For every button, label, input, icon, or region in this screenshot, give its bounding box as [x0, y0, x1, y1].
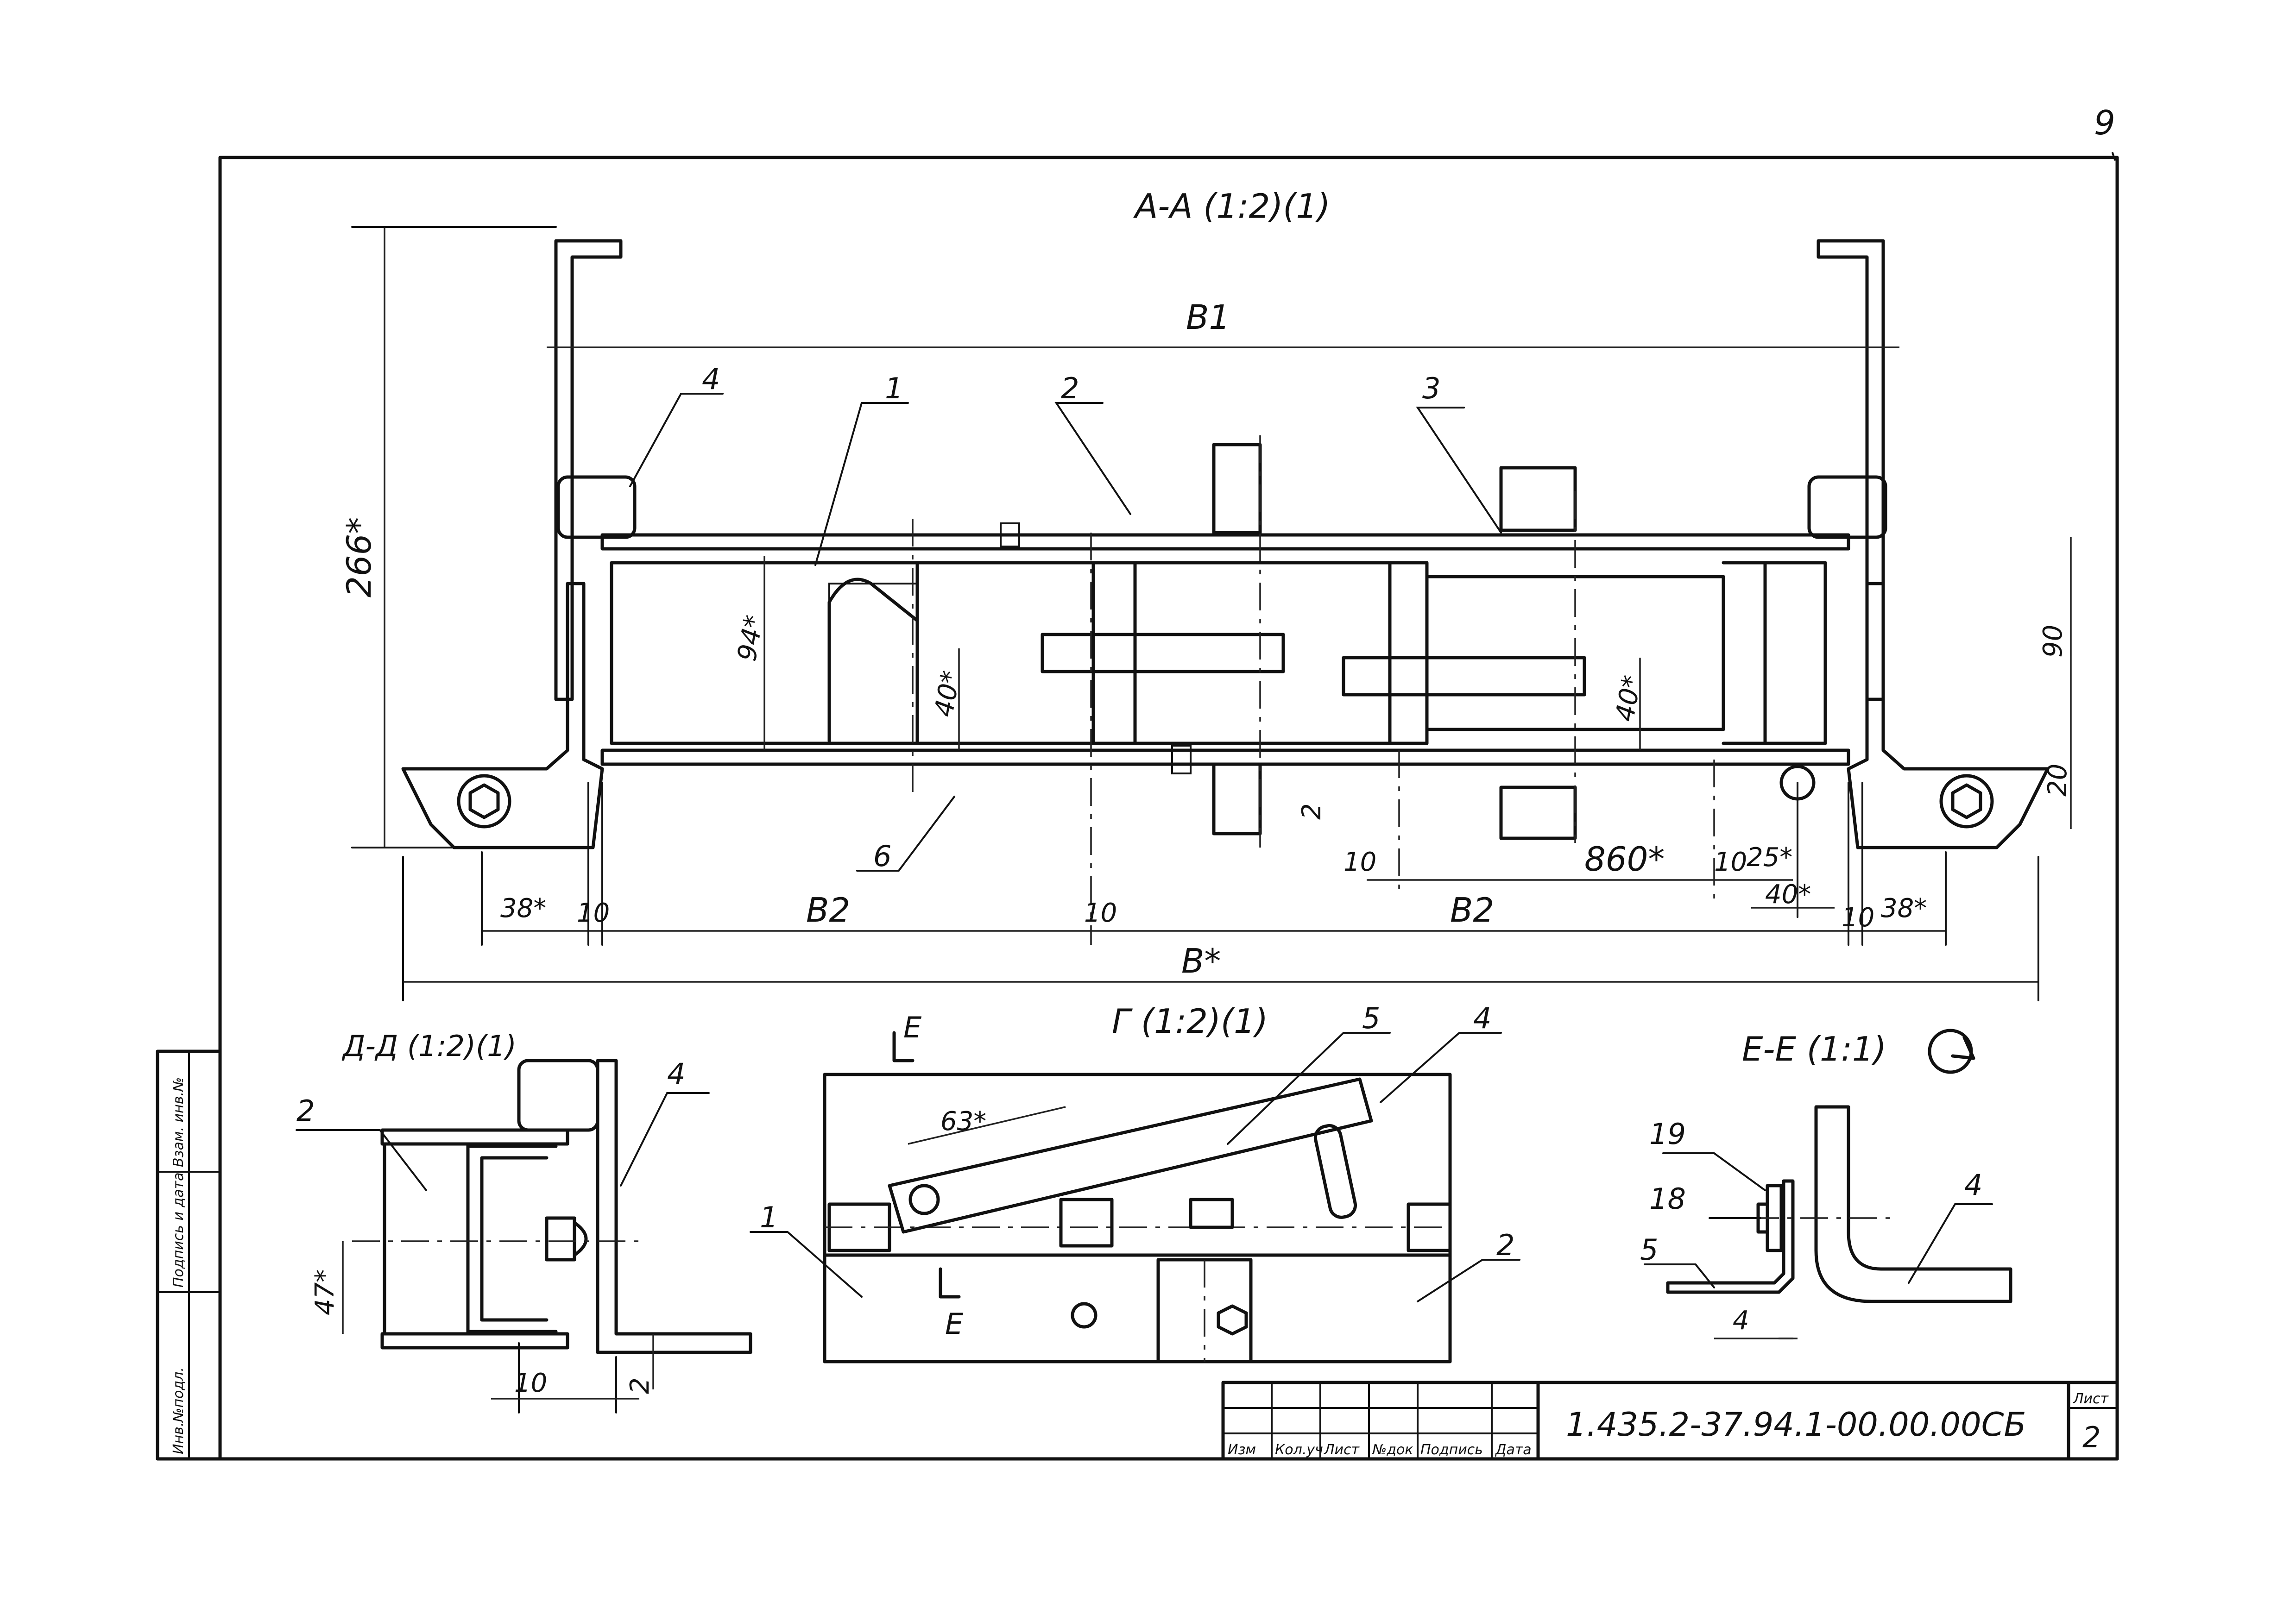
- callout-dd-2: 2: [296, 1094, 315, 1128]
- page-number: 9: [2094, 103, 2115, 142]
- dim-10-d: 10: [577, 898, 610, 928]
- callout-g-4: 4: [1473, 1001, 1491, 1035]
- dim-dd-47: 47*: [310, 1269, 340, 1315]
- dim-10-c: 10: [1842, 903, 1874, 933]
- dim-g-63: 63*: [940, 1106, 986, 1137]
- callout-ee-18: 18: [1649, 1182, 1686, 1216]
- sheet-corner-mark: [2112, 152, 2116, 161]
- callout-g-5: 5: [1362, 1001, 1380, 1035]
- callout-aa-2: 2: [1061, 371, 1079, 405]
- view-aa: А-А (1:2)(1): [340, 187, 2073, 1001]
- dim-860: 860*: [1584, 840, 1665, 879]
- title-block-col-kolvo: Кол.уч: [1275, 1442, 1323, 1458]
- dim-2-center: 2: [1297, 803, 1327, 820]
- dim-10-a: 10: [1344, 847, 1376, 877]
- callout-aa-4: 4: [702, 362, 720, 396]
- dim-dd-2: 2: [625, 1377, 655, 1394]
- dim-10-b: 10: [1714, 847, 1747, 877]
- view-g: Г (1:2)(1) Е Е 63* 5 4 1 2: [750, 1001, 1520, 1363]
- side-stamp-signature: Подпись и дата: [170, 1173, 187, 1288]
- sheet-label: Лист: [2073, 1391, 2109, 1407]
- side-stamp: Инв.№подл. Подпись и дата Взам. инв.№: [156, 1049, 222, 1461]
- dim-b2-left: В2: [806, 891, 850, 930]
- dim-dd-10: 10: [514, 1368, 547, 1398]
- side-stamp-inv: Инв.№подл.: [170, 1367, 187, 1454]
- view-ee: Е-Е (1:1) 4 19 18 5 4: [1640, 1029, 2012, 1339]
- title-block: Изм Кол.уч Лист №док Подпись Дата 1.435.…: [1221, 1381, 2119, 1461]
- view-ee-title: Е-Е (1:1): [1742, 1030, 1886, 1068]
- callout-g-2: 2: [1496, 1228, 1514, 1262]
- dim-40-left: 40*: [929, 668, 966, 719]
- callout-dd-4: 4: [667, 1057, 685, 1091]
- sheet-frame: [218, 156, 2119, 1461]
- dim-20: 20: [2043, 764, 2073, 797]
- callout-aa-3: 3: [1422, 371, 1440, 405]
- callout-ee-5: 5: [1640, 1233, 1658, 1267]
- dim-25: 25*: [1747, 842, 1792, 873]
- dim-b1: В1: [1186, 298, 1230, 337]
- dim-10-e: 10: [1084, 898, 1117, 928]
- dim-b: В*: [1181, 942, 1221, 980]
- dim-90: 90: [2038, 625, 2068, 658]
- dim-ee-4: 4: [1733, 1306, 1749, 1336]
- sheet-code: 1.435.2-37.94.1-00.00.00СБ: [1566, 1406, 2026, 1444]
- dim-38-left: 38*: [500, 893, 546, 924]
- title-block-col-ndok: №док: [1371, 1442, 1413, 1458]
- callout-aa-6: 6: [873, 839, 891, 873]
- section-mark-top: Е: [903, 1011, 922, 1044]
- callout-ee-19: 19: [1649, 1117, 1686, 1151]
- callout-aa-1: 1: [885, 371, 903, 405]
- dim-40-right: 40*: [1610, 673, 1647, 723]
- dim-40-bottom: 40*: [1765, 880, 1811, 910]
- title-block-col-podpis: Подпись: [1420, 1442, 1483, 1458]
- view-g-title: Г (1:2)(1): [1112, 1002, 1268, 1041]
- title-block-col-izm: Изм: [1228, 1442, 1256, 1458]
- dim-b2-right: В2: [1450, 891, 1494, 930]
- title-block-col-data: Дата: [1495, 1442, 1532, 1458]
- view-dd-title: Д-Д (1:2)(1): [341, 1029, 517, 1063]
- side-stamp-replace: Взам. инв.№: [170, 1077, 187, 1167]
- callout-g-1: 1: [760, 1200, 778, 1234]
- dim-38-right: 38*: [1881, 893, 1927, 924]
- title-block-col-list: Лист: [1324, 1442, 1360, 1458]
- sheet-number: 2: [2082, 1420, 2100, 1454]
- dim-266: 266*: [340, 517, 378, 597]
- view-dd: Д-Д (1:2)(1) 47* 10 2 2 4: [296, 1029, 752, 1414]
- callout-ee-4: 4: [1964, 1168, 1982, 1202]
- view-aa-title: А-А (1:2)(1): [1133, 187, 1330, 226]
- section-mark-bottom: Е: [945, 1307, 964, 1341]
